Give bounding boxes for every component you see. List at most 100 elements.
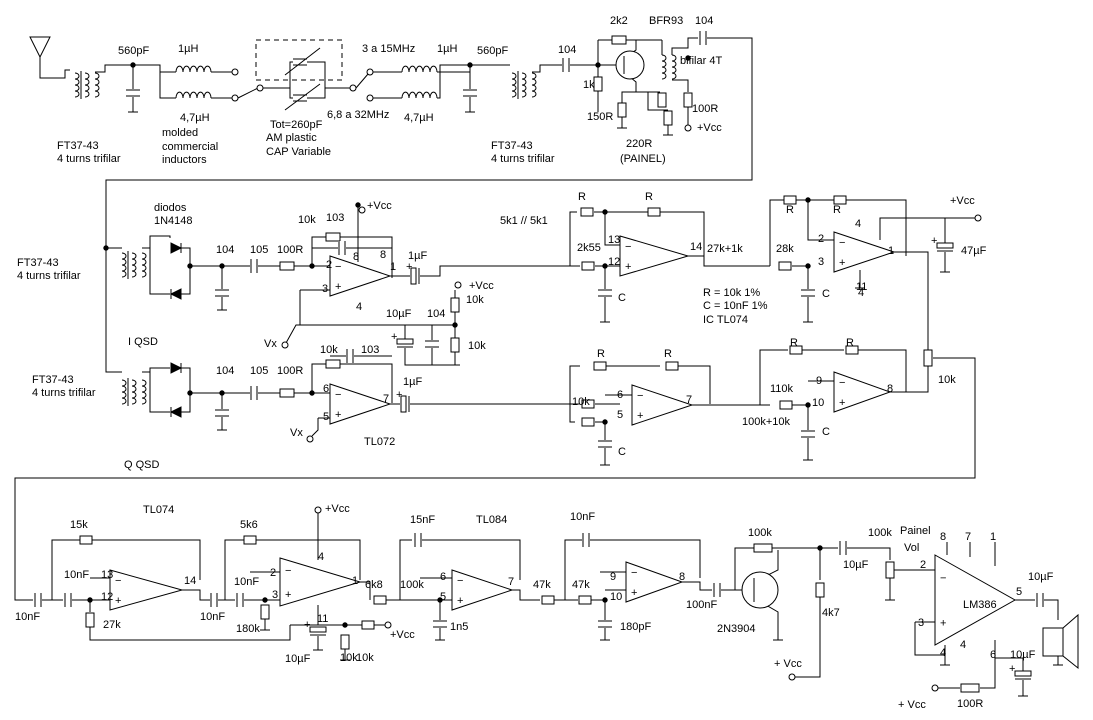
tl072-opamp-i: −+ xyxy=(329,255,392,297)
pin-number: 2 xyxy=(818,233,824,245)
resistor xyxy=(815,582,825,598)
component-label: diodos xyxy=(154,202,187,214)
terminal xyxy=(366,94,374,102)
component-label: FT37-43 xyxy=(17,257,59,269)
op-amp-body xyxy=(934,554,1017,646)
pin-number: 6 xyxy=(440,571,446,583)
wire xyxy=(636,91,668,111)
wire xyxy=(95,64,161,73)
resistor xyxy=(778,261,792,271)
component-label: 1µF xyxy=(408,250,427,262)
polarity-mark: + xyxy=(1009,663,1015,675)
capacitor xyxy=(1036,593,1044,607)
capacitor xyxy=(433,620,447,628)
component-label: 6,8 a 32MHz xyxy=(327,109,389,121)
resistor xyxy=(581,417,595,427)
junction-dot xyxy=(309,263,315,269)
terminal xyxy=(281,341,289,349)
pin-number: 9 xyxy=(610,571,616,583)
pin-number: 13 xyxy=(101,569,113,581)
coil xyxy=(131,252,137,278)
wire xyxy=(355,73,369,89)
capacitor-gap xyxy=(598,289,612,297)
pin-number: 14 xyxy=(184,575,196,587)
resistor xyxy=(450,297,460,313)
junction-dot xyxy=(602,263,608,269)
wire xyxy=(89,625,291,641)
coil xyxy=(131,379,137,405)
wire xyxy=(512,589,540,601)
wire xyxy=(879,217,945,240)
inductor xyxy=(401,65,438,73)
components-layer: −+++−+−++−++−+−+−+−++−+−+−++ xyxy=(29,31,1079,697)
component-label: +Vcc xyxy=(697,122,722,134)
wire xyxy=(304,88,326,99)
pin-number: 12 xyxy=(101,591,113,603)
wire xyxy=(437,72,441,99)
op-amp-body xyxy=(833,371,892,413)
resistor xyxy=(361,620,375,630)
inverting-input-mark: − xyxy=(631,567,637,579)
pin-number: 4 xyxy=(960,639,966,651)
wire xyxy=(256,539,361,580)
op-amp-body xyxy=(625,561,684,603)
pin-number: 3 xyxy=(918,617,924,629)
component-label: 47µF xyxy=(961,245,987,257)
wire xyxy=(688,255,770,267)
component-label: 47k xyxy=(572,579,590,591)
capacitor-gap xyxy=(34,593,42,607)
tl074-opamp-6: −+ xyxy=(279,557,362,607)
component-label: 1k xyxy=(583,79,595,91)
tl074-opamp-4: −+ xyxy=(833,371,892,413)
pin-number: 8 xyxy=(353,251,359,263)
tl074-opamp-5: −+ xyxy=(109,569,184,611)
capacitor-body xyxy=(410,267,417,285)
noninverting-input-mark: + xyxy=(335,409,341,421)
wire xyxy=(224,539,244,600)
component-label: commercial xyxy=(162,141,218,153)
electrolytic-capacitor: + xyxy=(304,619,327,636)
capacitor xyxy=(236,593,244,607)
variable-arrow xyxy=(284,47,321,76)
wire xyxy=(914,622,945,656)
pin-number: 1 xyxy=(888,245,894,257)
component-label: 10nF xyxy=(570,511,595,523)
capacitor xyxy=(801,430,815,438)
component-label: BFR93 xyxy=(649,15,683,27)
diode-body xyxy=(170,362,183,374)
pin-number: 11 xyxy=(317,613,328,625)
component-label: 180pF xyxy=(620,621,651,633)
pin-number: 4 xyxy=(318,551,324,563)
terminal xyxy=(256,84,264,92)
component-label: +Vcc xyxy=(469,280,494,292)
junction-dot xyxy=(187,263,193,269)
component-label: 10µF xyxy=(843,559,869,571)
component-label: C xyxy=(618,446,626,458)
component-label: TL084 xyxy=(476,514,507,526)
terminal xyxy=(684,124,692,132)
component-label: 10k xyxy=(466,294,484,306)
pin-number: 8 xyxy=(679,571,685,583)
coil xyxy=(94,72,100,98)
pin-number: 4 xyxy=(858,287,864,299)
capacitor xyxy=(839,541,847,555)
wire xyxy=(672,79,689,92)
inverting-input-mark: − xyxy=(115,575,121,587)
component-label: 103 xyxy=(326,212,344,224)
pin-number: 2 xyxy=(920,559,926,571)
pin-number: 7 xyxy=(508,576,514,588)
junction-dot xyxy=(187,390,193,396)
pin-number: 5 xyxy=(1016,586,1022,598)
capacitor-gap xyxy=(839,541,847,555)
coil xyxy=(521,72,527,98)
component-label: R xyxy=(790,337,798,349)
tl084-opamp-2: −+ xyxy=(625,561,684,603)
resistor xyxy=(581,399,595,409)
wire xyxy=(39,57,70,79)
component-label: +Vcc xyxy=(390,629,415,641)
terminal xyxy=(231,94,239,102)
inverting-input-mark: − xyxy=(940,573,946,585)
coil xyxy=(141,379,147,405)
electrolytic-capacitor: + xyxy=(931,235,954,252)
wire xyxy=(621,91,636,103)
